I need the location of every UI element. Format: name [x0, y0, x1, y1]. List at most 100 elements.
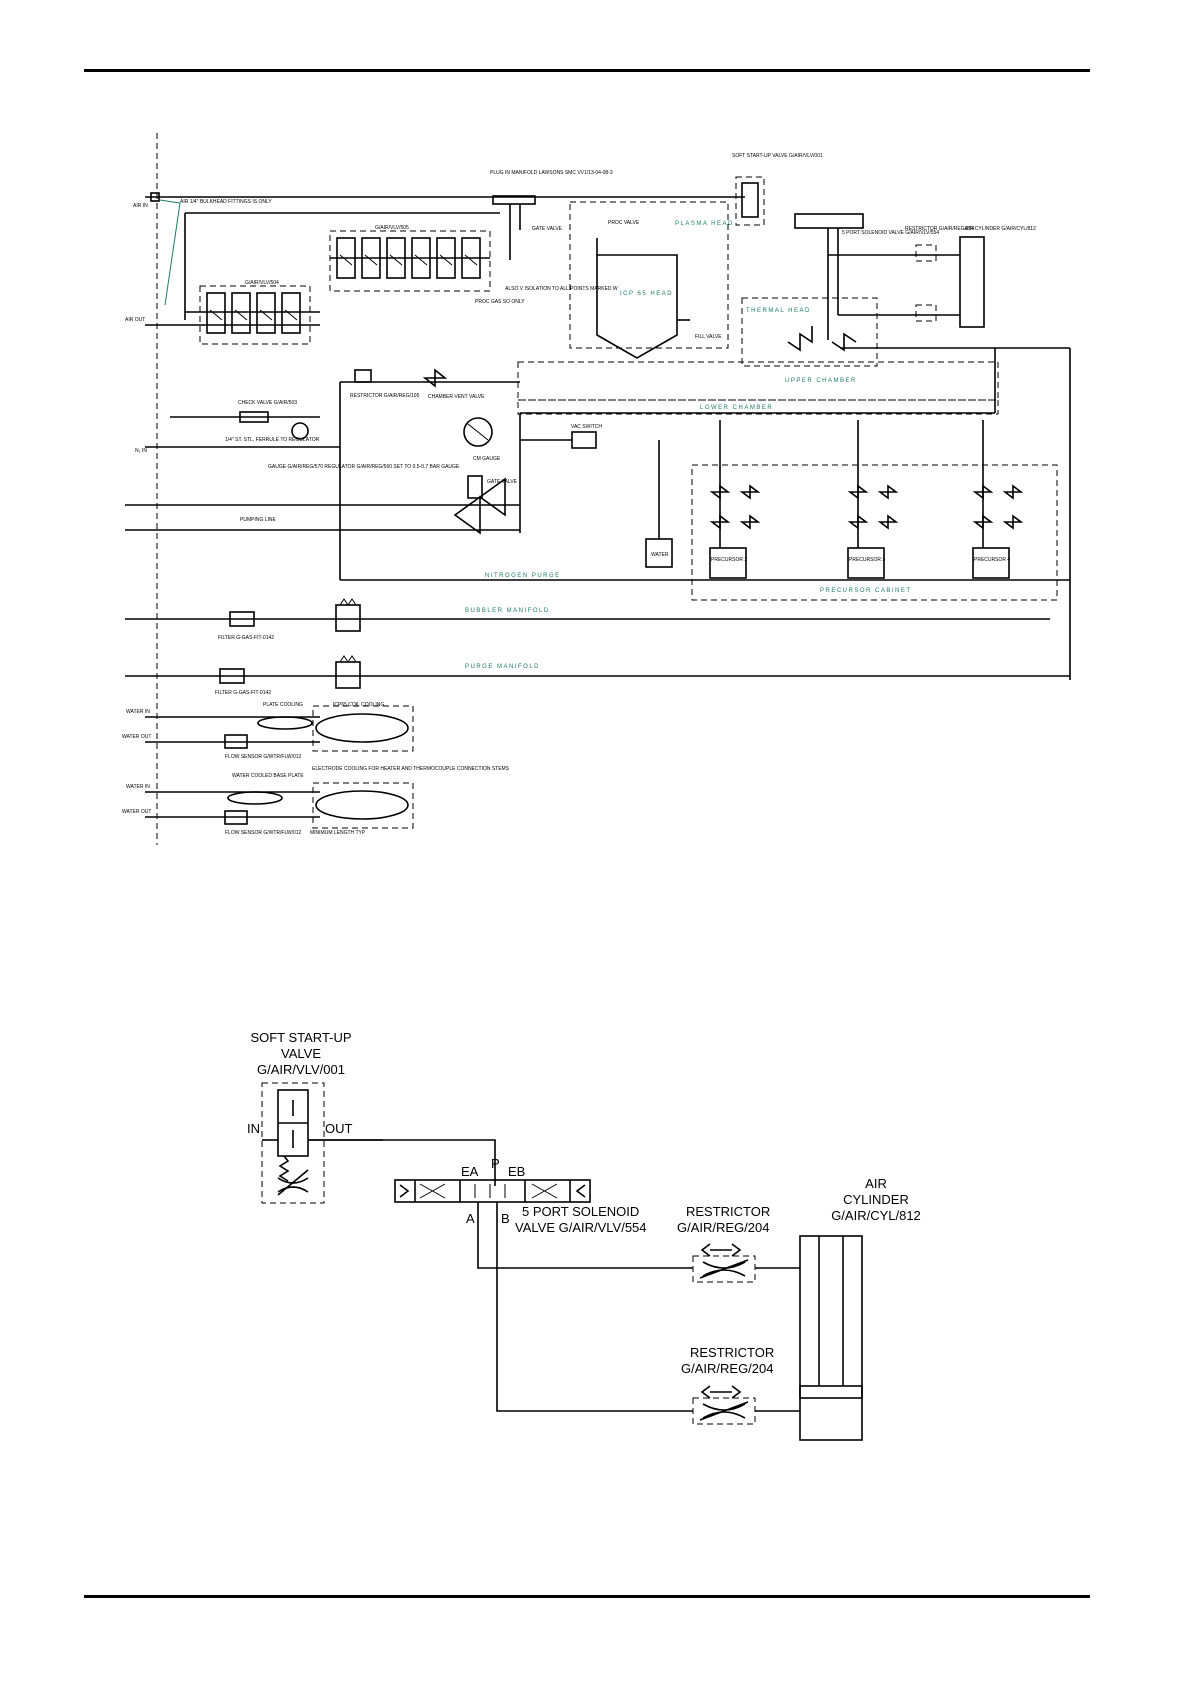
bubbler-manifold-label: BUBBLER MANIFOLD [465, 608, 550, 614]
cm-gauge [463, 417, 493, 447]
restrictor-top-frame [692, 1255, 756, 1283]
bottom-rule [84, 1595, 1090, 1598]
small-restrictor-label-top: RESTRICTOR G/AIR/REG/204 [905, 226, 975, 232]
solenoid-title-1: 5 PORT SOLENOID [522, 1204, 639, 1219]
solenoid-valve-body [394, 1179, 591, 1203]
plasma-head-frame [569, 201, 729, 349]
upper-chamber-label: UPPER CHAMBER [785, 378, 857, 384]
flow-sensor-2-label: FLOW SENSOR G/WTR/FLW/012 [225, 830, 302, 836]
port-p-label: P [491, 1156, 500, 1171]
small-soft-start-frame [735, 176, 765, 226]
detail-diagram: SOFT START-UP VALVE G/AIR/VLV/001 IN OUT… [247, 1030, 921, 1441]
min-length-label: MINIMUM LENGTH TYP [310, 830, 366, 836]
upper-chamber-frame [517, 361, 999, 401]
plate-cooling-label: PLATE COOLING [263, 702, 303, 708]
small-solenoid-label: 5 PORT SOLENOID VALVE G/AIR/VLV/554 [842, 230, 939, 236]
gate-valve-label: GATE VALVE [487, 479, 518, 485]
fill-valve-label: FILL VALVE [695, 334, 722, 340]
plug-manifold [492, 195, 536, 205]
air-in-fitting [150, 192, 160, 202]
air-cylinder-title-3: G/AIR/CYL/812 [831, 1208, 921, 1223]
valve-504-2 [231, 292, 251, 334]
air-out-label: AIR OUT [125, 317, 145, 323]
air-cylinder-body [799, 1235, 863, 1441]
gate-valve-body [467, 475, 483, 499]
purge-manifold-label: PURGE MANIFOLD [465, 664, 540, 670]
small-solenoid-valve [794, 213, 864, 229]
precursor-3-label: PRECURSOR 3 [849, 557, 885, 563]
line-a [477, 1202, 693, 1269]
main-gate-valve [453, 477, 506, 535]
port-in-label: IN [247, 1121, 260, 1136]
restrictor-bottom-arrow [700, 1385, 742, 1399]
proc-valve-label: PROC VALVE [608, 220, 640, 226]
soft-start-title-2: VALVE [281, 1046, 321, 1061]
water-in-label-1: WATER IN [126, 709, 150, 715]
base-plate-coil [227, 791, 283, 805]
restrictor-top-throttle [702, 1261, 746, 1277]
port-eb-label: EB [508, 1164, 525, 1179]
small-air-cylinder [959, 236, 985, 328]
restrictor-105 [354, 369, 372, 383]
icp-head-label: ICP 65 HEAD [620, 291, 673, 297]
water-out-label-1: WATER OUT [122, 734, 151, 740]
plug-manifold-label: PLUG IN MANIFOLD LAWSONS SMC VV1/13-04-0… [490, 170, 613, 176]
solenoid-title-2: VALVE G/AIR/VLV/554 [515, 1220, 647, 1235]
filter-2-label: FILTER G-GAS-FIT-0142 [215, 690, 271, 696]
restrictor-bottom-adjust [699, 1401, 749, 1421]
water-out-label-2: WATER OUT [122, 809, 151, 815]
precursor-cabinet-frame [691, 464, 1058, 601]
precursor-2-label: PRECURSOR 2 [711, 557, 747, 563]
plate-cooling-coil [257, 716, 313, 730]
proc-gas-only-label: PROC GAS SO ONLY [475, 299, 525, 305]
thermal-valves [787, 326, 857, 352]
manifold-504-valves [206, 292, 301, 334]
check-valve-label: CHECK VALVE G/AIR/503 [238, 400, 297, 406]
restrictor-top-title-2: G/AIR/REG/204 [677, 1220, 769, 1235]
small-air-cyl-label: AIR CYLINDER G/AIR/CYL/812 [965, 226, 1036, 232]
top-rule [84, 69, 1090, 72]
pressure-gauge-small [291, 422, 309, 440]
soft-start-frame [261, 1082, 325, 1204]
soft-start-adjust [277, 1169, 309, 1196]
restrictor-top-title-1: RESTRICTOR [686, 1204, 770, 1219]
electrode-coil-frame [312, 782, 414, 829]
valve-504-4 [281, 292, 301, 334]
manifold-504-label: G/AIR/VLV/504 [245, 280, 279, 286]
icp-head-vessel [596, 254, 678, 359]
bulkhead-leader [159, 199, 181, 306]
chamber-vent-label: CHAMBER VENT VALVE [428, 394, 485, 400]
icp-coil-frame [312, 705, 414, 752]
restrictor-105-label: RESTRICTOR G/AIR/REG/105 [350, 393, 420, 399]
precursor-valve-set [709, 484, 1024, 530]
small-restrictor-top [915, 244, 937, 262]
gate-valve-top-label: GATE VALVE [532, 226, 563, 232]
bulkhead-note: AIR 1/4" BULKHEAD FITTINGS IS ONLY [180, 199, 272, 205]
vac-switch [571, 431, 597, 449]
icp-coil [315, 713, 409, 743]
cm-gauge-label: CM GAUGE [473, 456, 501, 462]
n2-in-label: N₂ IN [135, 448, 147, 454]
lower-chamber-frame [517, 399, 999, 415]
air-in-label: AIR IN [133, 203, 148, 209]
port-ea-label: EA [461, 1164, 479, 1179]
pumping-line-label: PUMPING LINE [240, 517, 277, 523]
lower-chamber-label: LOWER CHAMBER [700, 405, 773, 411]
small-soft-start-label: SOFT START-UP VALVE G/AIR/VLV/001 [732, 153, 823, 159]
line-b [496, 1202, 693, 1412]
plasma-head-label: PLASMA HEAD [675, 221, 734, 227]
soft-start-spring [278, 1155, 290, 1182]
gauge-regulator-label: GAUGE G/AIR/REG/570 REGULATOR G/AIR/REG/… [268, 464, 460, 470]
ferrule-label: 1/4" ST. STL. FERRULE TO REGULATOR [225, 437, 320, 443]
filter-1 [229, 611, 255, 627]
manifold-505-label: G/AIR/VLV/505 [375, 225, 409, 231]
electrode-coil [315, 790, 409, 820]
precursor-cabinet-label: PRECURSOR CABINET [820, 588, 912, 594]
regulator-1 [335, 604, 361, 632]
flow-sensor-1 [224, 734, 248, 749]
pressure-feed-line [308, 1139, 496, 1186]
manifold-504-frame [199, 285, 311, 345]
filter-2 [219, 668, 245, 684]
port-a-label: A [466, 1211, 475, 1226]
